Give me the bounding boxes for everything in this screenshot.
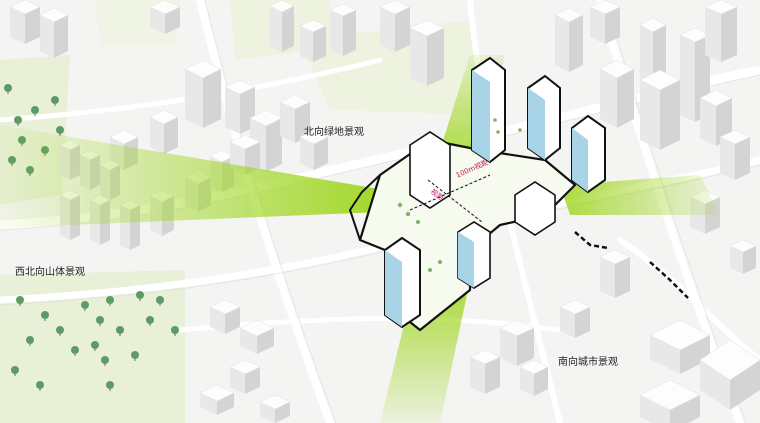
tree: [4, 84, 12, 92]
city-block: [40, 8, 68, 58]
city-block: [500, 320, 534, 366]
north-view-label: 北向绿地景观: [304, 123, 364, 138]
tree: [106, 296, 114, 304]
tree: [56, 126, 64, 134]
city-block: [705, 0, 737, 62]
tree: [31, 106, 39, 114]
city-block: [210, 300, 240, 334]
tree: [131, 351, 139, 359]
tree: [41, 311, 49, 319]
city-block: [520, 360, 548, 396]
city-block: [185, 60, 221, 128]
tree: [26, 336, 34, 344]
city-block: [470, 350, 500, 394]
tree: [71, 346, 79, 354]
city-block: [410, 20, 444, 86]
tree: [101, 356, 109, 364]
city-block: [600, 60, 634, 128]
tree: [146, 316, 154, 324]
city-block: [230, 360, 260, 394]
city-block: [300, 20, 326, 62]
tree: [51, 96, 59, 104]
tree: [56, 326, 64, 334]
tree: [96, 316, 104, 324]
city-block: [640, 70, 680, 150]
city-block: [150, 0, 180, 34]
city-block: [590, 0, 620, 44]
city-block: [10, 0, 40, 44]
city-block: [720, 130, 750, 180]
tree: [11, 366, 19, 374]
city-block: [600, 250, 630, 298]
tree: [16, 296, 24, 304]
city-block: [380, 0, 410, 52]
tree: [14, 116, 22, 124]
tree: [156, 296, 164, 304]
city-block: [150, 110, 178, 154]
tree: [36, 381, 44, 389]
north-tower-1-glass: [472, 70, 490, 162]
tree: [116, 326, 124, 334]
tree: [91, 341, 99, 349]
city-block: [555, 8, 583, 72]
tree: [81, 301, 89, 309]
south-tower-glass: [385, 250, 402, 327]
south-view-label: 南向城市景观: [558, 353, 618, 368]
northwest-view-label: 西北向山体景观: [15, 263, 85, 278]
tree: [136, 291, 144, 299]
city-block: [270, 0, 294, 52]
city-block: [560, 300, 590, 338]
north-tower-2-glass: [528, 88, 545, 160]
city-block: [330, 4, 356, 56]
tree: [106, 381, 114, 389]
city-block: [730, 240, 756, 274]
tree: [171, 326, 179, 334]
